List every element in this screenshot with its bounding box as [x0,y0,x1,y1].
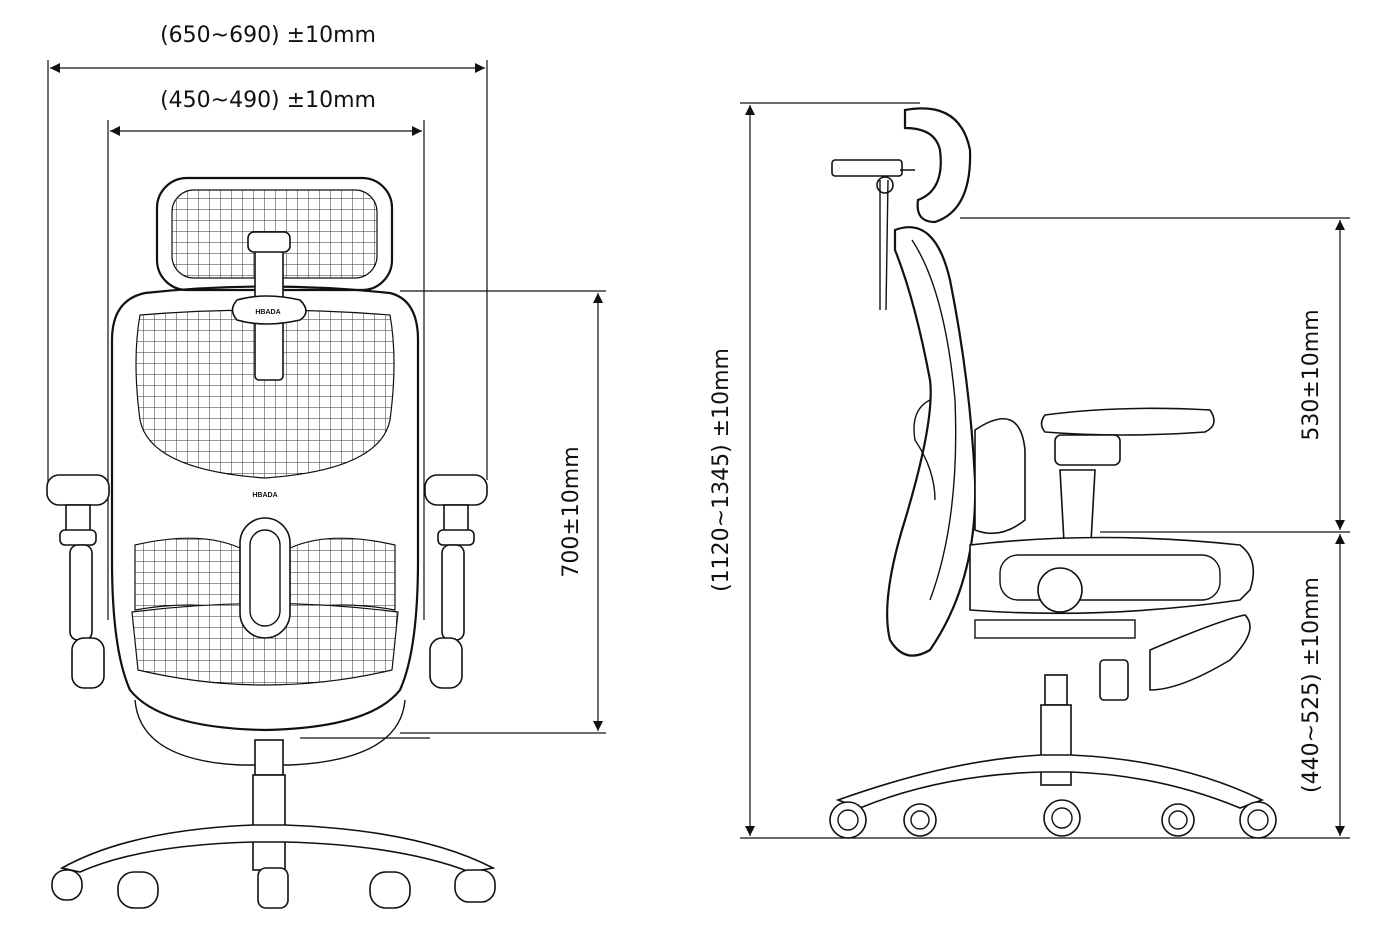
side-casters [829,799,1277,839]
seat-width-dimension: (450~490) ±10mm [107,88,425,620]
seat-height-label: (440~525) ±10mm [1299,577,1324,793]
lumbar-support [239,517,291,639]
backrest-height-label: 700±10mm [559,446,584,577]
right-armrest [424,474,488,689]
side-backrest [886,226,977,657]
front-casters [51,867,496,909]
base [59,824,496,873]
seat-height-dimension: (440~525) ±10mm [1299,534,1345,836]
backrest-height-dimension: 700±10mm [400,290,606,734]
armrest-to-headrest-dimension: 530±10mm [960,217,1350,533]
front-view: (650~690) ±10mm (450~490) ±10mm 700±10mm… [46,23,606,909]
backrest [110,285,420,732]
backrest-logo: HBADA [252,492,277,499]
side-seat [969,536,1255,615]
side-armrest [1040,407,1215,436]
overall-width-dimension: (650~690) ±10mm [47,23,488,490]
headrest-logo: HBADA [255,309,280,316]
armrest-to-headrest-label: 530±10mm [1299,309,1324,440]
total-height-dimension: (1120~1345) ±10mm [709,102,1350,839]
total-height-label: (1120~1345) ±10mm [709,348,734,592]
side-view: (1120~1345) ±10mm 530±10mm (440~525) ±10… [709,102,1350,839]
side-base [835,754,1265,809]
left-armrest [46,474,110,689]
overall-width-label: (650~690) ±10mm [160,23,376,48]
seat-width-label: (450~490) ±10mm [160,88,376,113]
side-headrest [903,107,972,224]
